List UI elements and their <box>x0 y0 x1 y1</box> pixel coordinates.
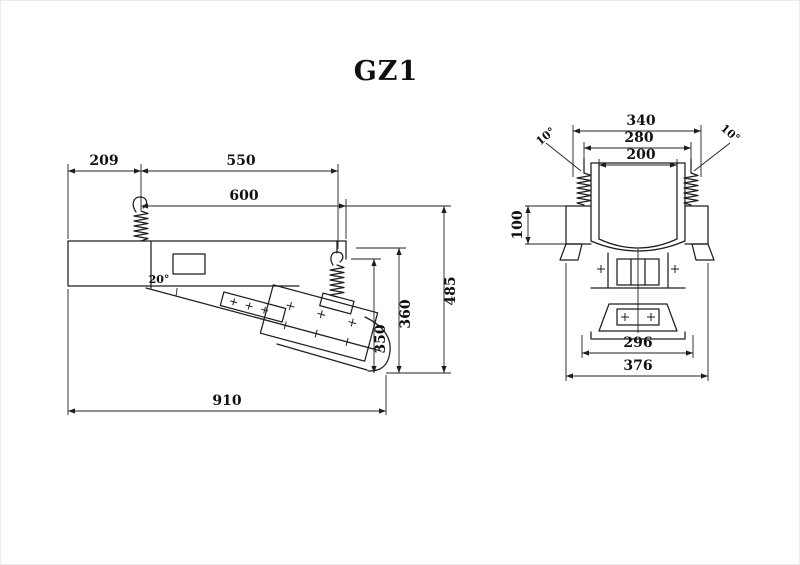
spring-bracket <box>319 292 355 315</box>
trough-outline <box>67 240 347 289</box>
extension-lines <box>67 164 451 415</box>
angle-20-label: 20° <box>149 273 170 286</box>
dim-296-label: 296 <box>623 335 652 351</box>
chute-nose <box>364 316 391 372</box>
bracket-plate <box>616 308 660 326</box>
angle-arc <box>175 287 178 297</box>
dim-485-label: 485 <box>443 276 459 305</box>
bracket-trapezoid <box>598 303 678 332</box>
hook-icon <box>132 196 148 213</box>
drawing-title: GZ1 <box>354 56 419 87</box>
side-view: 209 550 600 910 350 360 485 20° <box>67 153 459 415</box>
left-bracket <box>565 205 592 245</box>
bottom-bracket <box>590 303 686 340</box>
dimension-lines <box>68 168 447 414</box>
dim-350-label: 350 <box>373 324 389 353</box>
spring-icon-left <box>576 158 592 206</box>
coil-spring-icon <box>329 264 345 298</box>
hook-icon <box>330 251 344 266</box>
drive-unit <box>259 284 379 362</box>
dim-600-label: 600 <box>229 188 258 204</box>
extension-lines <box>525 125 709 381</box>
plus-marks <box>281 302 357 346</box>
right-bracket <box>684 205 709 245</box>
coil-spring-icon <box>133 210 149 242</box>
chute-underside-line <box>276 343 368 371</box>
angle-leader-left <box>545 142 582 172</box>
spring-icon-rear <box>319 240 355 315</box>
name-plate <box>172 253 206 275</box>
plus-marks <box>597 265 679 273</box>
base-channel <box>590 331 686 340</box>
dim-376-label: 376 <box>623 358 652 374</box>
core-laminations <box>630 258 646 286</box>
drive-unit-outline <box>259 284 379 362</box>
spring-icon-right <box>683 158 699 206</box>
dim-360-label: 360 <box>398 299 414 328</box>
connecting-strip <box>219 291 287 323</box>
dim-209-label: 209 <box>89 153 118 169</box>
dim-340-label: 340 <box>626 113 655 129</box>
coil-spring-icon <box>683 172 699 206</box>
dim-200-label: 200 <box>626 147 655 163</box>
right-foot <box>691 243 715 261</box>
dim-100-label: 100 <box>510 210 526 239</box>
coil-spring-icon <box>576 172 592 206</box>
dim-550-label: 550 <box>226 153 255 169</box>
left-foot <box>559 243 583 261</box>
dim-910-label: 910 <box>212 393 241 409</box>
angle-leader-right <box>693 142 731 172</box>
plus-marks <box>621 313 655 321</box>
dimension-lines <box>525 128 708 379</box>
trough-outline <box>590 162 686 252</box>
angle-10-left-label: 10° <box>534 125 558 148</box>
plus-marks <box>230 298 269 314</box>
side-brackets <box>559 205 715 261</box>
front-view: 340 280 200 100 296 376 10° 10° <box>510 113 742 381</box>
strip-outline <box>219 291 287 323</box>
trough-inner-curve <box>598 238 678 249</box>
angle-10-right-label: 10° <box>718 122 742 145</box>
magnet-body <box>590 249 686 333</box>
dim-280-label: 280 <box>624 130 653 146</box>
